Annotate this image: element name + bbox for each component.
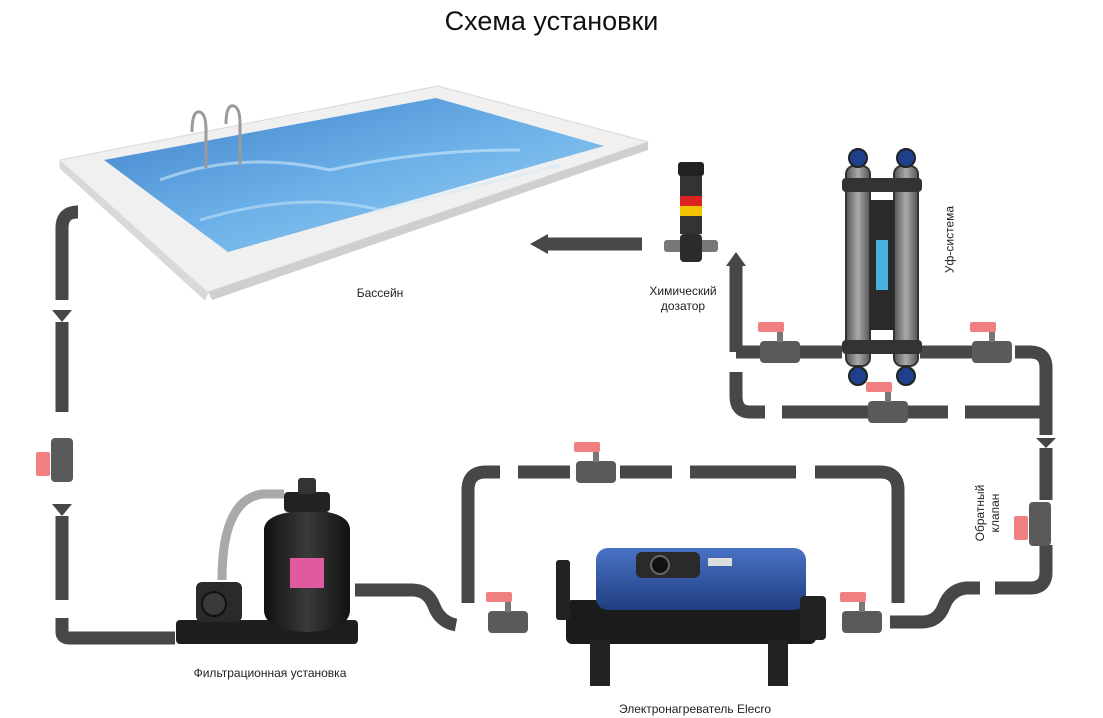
flow-arrow-icon [52, 310, 72, 322]
ball-valve-icon [574, 442, 616, 483]
label-chemical-doser-line2: дозатор [660, 299, 706, 313]
pipe-bypass-left [461, 465, 500, 603]
ball-valve-icon [758, 322, 800, 363]
ball-valve-icon [486, 592, 528, 633]
pipe-left-bottom [55, 618, 175, 645]
valves [36, 322, 1051, 633]
pool-ladder-icon [190, 104, 242, 168]
pool-rim-side [60, 160, 208, 300]
label-heater: Электронагреватель Elecro [618, 702, 772, 716]
pool [59, 85, 650, 301]
ball-valve-icon [36, 438, 73, 482]
uv-tube-right [893, 165, 919, 367]
label-filtration-unit: Фильтрационная установка [193, 666, 347, 680]
label-chemical-doser-line1: Химический [649, 284, 717, 298]
uv-tube-left [845, 165, 871, 367]
pipes [55, 205, 1053, 645]
uv-system [842, 148, 922, 386]
pool-rim-front [208, 142, 648, 300]
ball-valve-icon [866, 382, 908, 423]
flow-arrow-icon [1036, 438, 1056, 448]
pool-ripple [159, 148, 521, 182]
ball-valve-icon [840, 592, 882, 633]
label-check-valve-line1: Обратный [973, 484, 987, 542]
filtration-unit [176, 478, 358, 644]
pipe-filter-out [355, 583, 458, 632]
filter-label-sticker [290, 558, 324, 588]
ball-valve-icon [1014, 502, 1051, 546]
filter-hose [217, 489, 284, 581]
chemical-doser [664, 162, 718, 262]
pipe-uv-right [1015, 345, 1053, 435]
page-title: Схема установки [444, 6, 659, 36]
flow-arrows [52, 234, 1056, 516]
pool-ripple [199, 163, 561, 222]
heater-elecro [556, 548, 826, 686]
flow-arrow-icon [530, 234, 548, 254]
pipe-check-lower [995, 545, 1053, 595]
pipe-bypass-top-4 [815, 465, 905, 603]
pump-icon [196, 582, 242, 622]
flow-arrow-icon [52, 504, 72, 516]
ball-valve-icon [970, 322, 1012, 363]
label-check-valve-line2: клапан [988, 493, 1002, 533]
pipe-left-upper [55, 205, 79, 300]
label-chemical-doser: Химический дозатор [628, 284, 738, 314]
label-pool: Бассейн [356, 286, 404, 300]
pipe-heater-out [890, 581, 980, 629]
label-uv-system: Уф-система [942, 205, 957, 274]
flow-arrow-icon [726, 252, 746, 266]
pipe-uv-bottom-left [729, 372, 765, 419]
label-check-valve: Обратный клапан [973, 463, 1003, 563]
